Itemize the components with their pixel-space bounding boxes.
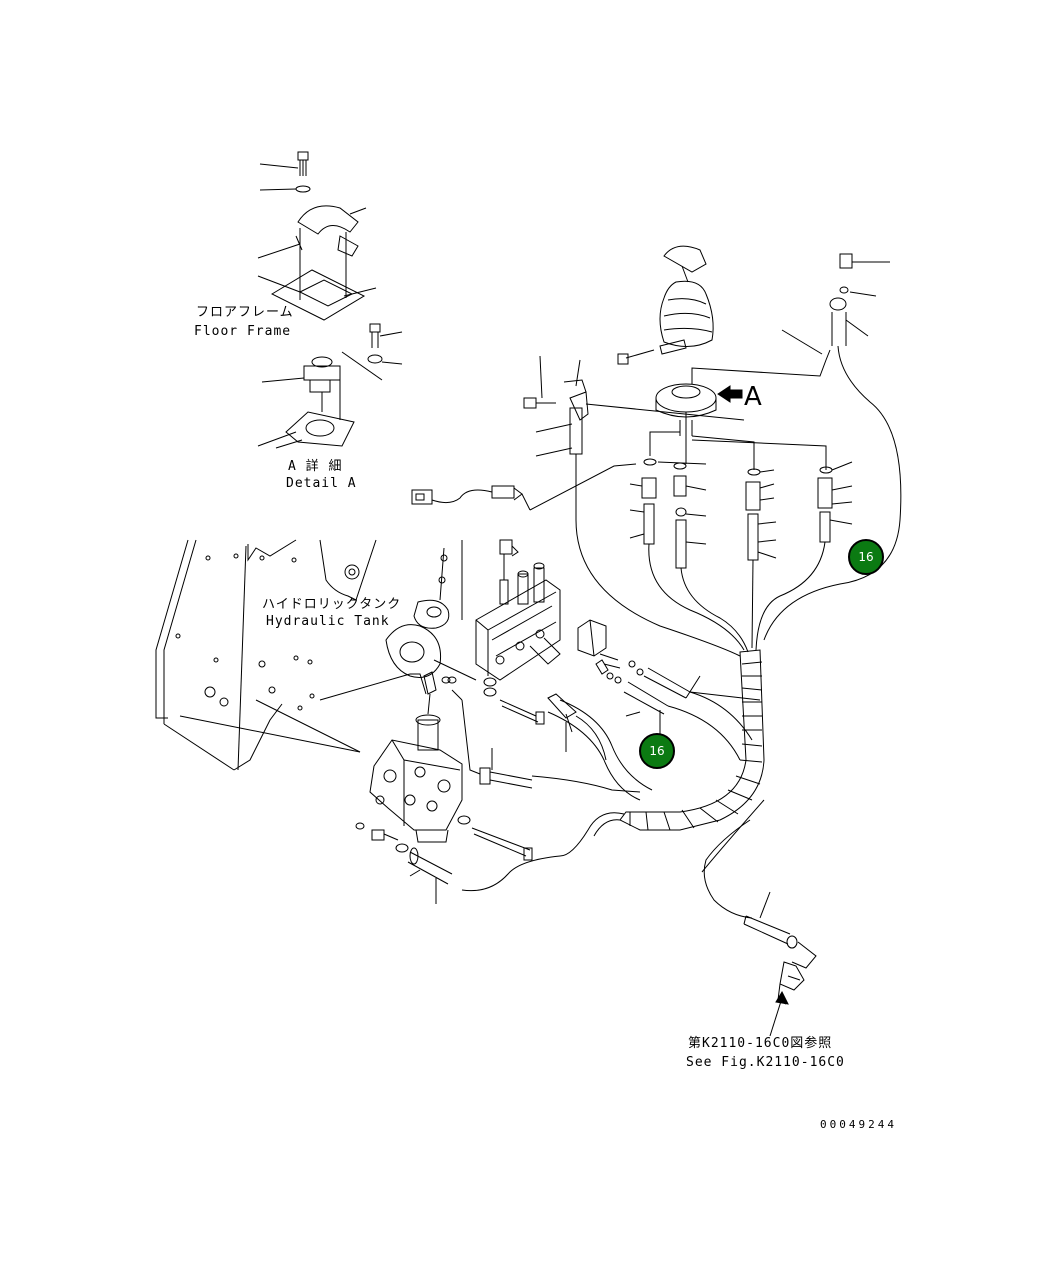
hydraulic-tank-label-jp: ハイドロリックタンク [262, 597, 402, 612]
floor-frame-label-jp: フロアフレーム [196, 305, 294, 320]
pump-assembly [356, 672, 640, 904]
pilot-hoses [524, 346, 901, 656]
drawing-number: 00049244 [820, 1118, 897, 1131]
control-valve [476, 540, 760, 760]
callout-16-center[interactable]: 16 [639, 733, 675, 769]
lower-sensor-assembly [744, 892, 816, 1036]
hydraulic-tank-label-en: Hydraulic Tank [266, 614, 390, 629]
callout-16-right[interactable]: 16 [848, 539, 884, 575]
hose-bundle [462, 650, 764, 918]
view-marker-a: A [744, 382, 762, 412]
sensor-wire [412, 464, 636, 510]
see-fig-label-en: See Fig.K2110-16C0 [686, 1055, 845, 1070]
detail-a-label-jp: A 詳 細 [288, 459, 343, 474]
floor-frame-label-en: Floor Frame [194, 324, 292, 339]
right-hose-fitting [548, 694, 606, 760]
see-fig-label-jp: 第K2110-16C0図参照 [688, 1036, 833, 1051]
detail-a-label-en: Detail A [286, 476, 357, 491]
joystick-assembly [586, 246, 890, 436]
detail-a-assembly [258, 152, 402, 448]
hydraulic-tank-frame [156, 540, 476, 770]
